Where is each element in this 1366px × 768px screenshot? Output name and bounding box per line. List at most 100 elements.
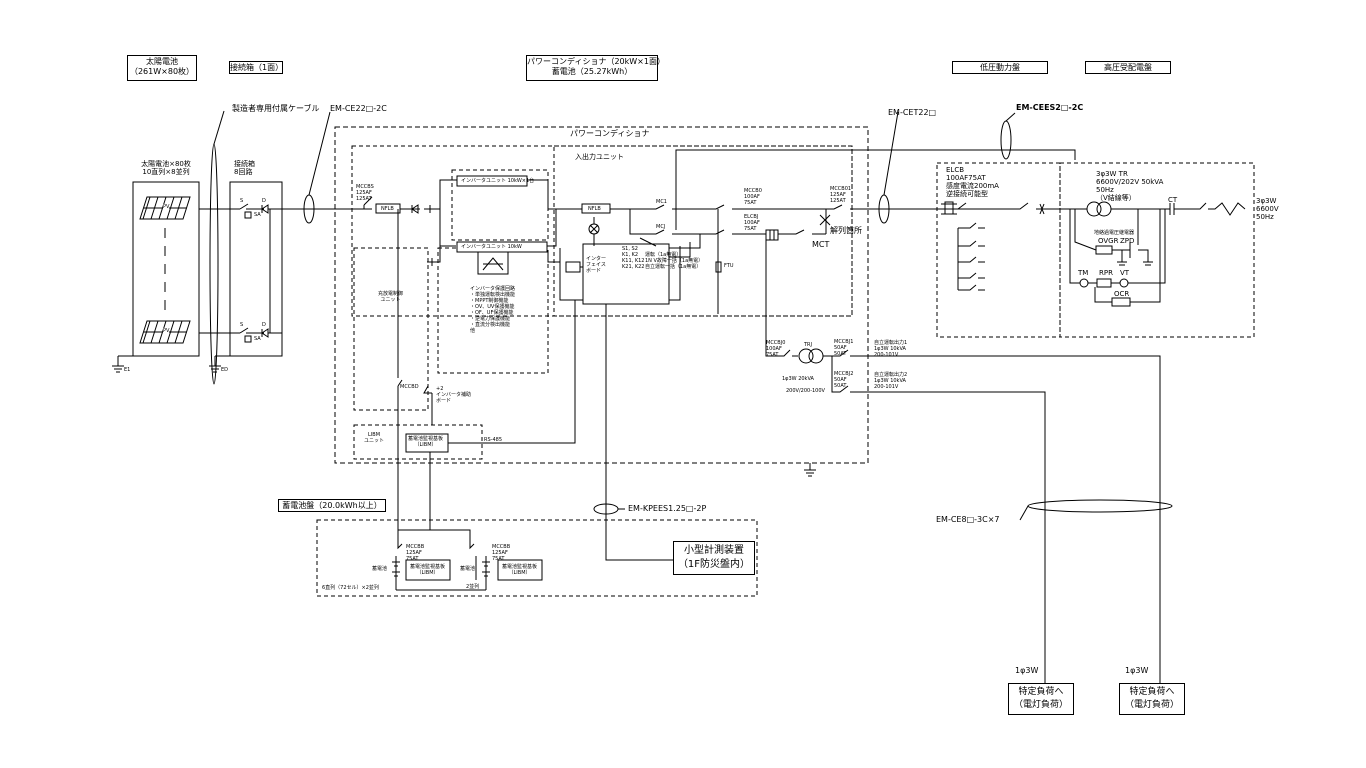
charge-control-line1: 充放電制御 [378,291,404,297]
protection-item-7: 他 [470,328,476,334]
pv-label-bottom: PV [163,328,170,334]
battery-label-2: 蓄電池 [460,566,476,572]
mccbb1-line1: MCCBB [406,544,425,550]
load1-box: 特定負荷へ （電灯負荷） [1008,683,1074,715]
battery-label-1: 蓄電池 [372,566,388,572]
elcbj-line2: 100AF [744,220,760,226]
mccb0-line3: 75AT [744,200,757,206]
load1-line2: 特定負荷へ [1018,687,1064,697]
libm-board-line2: （LIBM） [414,442,437,448]
d-label-top: D [262,198,266,204]
out1-line2: 1φ3W 10kVA [874,346,906,352]
mccbd-label: MCCBD [400,384,419,390]
release-point-label: 解列箇所 [830,226,862,235]
protection-title: インバータ保護回路 [470,286,516,292]
mccbj0-line1: MCCBJ0 [766,340,786,346]
out2-line3: 200-101V [874,384,899,390]
elcb-line3: 感度電流200mA [946,182,999,190]
libm3-line2: （LIBM） [508,570,531,576]
protection-item-6: ・直流分検出機能 [470,322,511,328]
junction-box-line1: 接続箱 [234,160,255,168]
junction-box [199,181,300,357]
cable-ce8-label: EM-CE8□-3C×7 [936,515,1000,524]
elcb-line2: 100AF75AT [946,174,986,182]
libm-unit-line1: LIBM [368,432,381,438]
mccbj1-line2: 50AF [834,345,847,351]
pcs-breaker-line2: 125AF [356,190,372,196]
low-voltage-header-text: 低圧動力盤 [980,63,1020,72]
rpr-label: RPR [1099,269,1113,277]
inv-aux-line1: +2 [436,386,444,392]
interface-board-line2: フェイス [586,262,606,268]
charge-control-label: 充放電制御 ユニット [378,291,403,303]
control-signal-3: K11, K12 [622,258,645,264]
charge-control-line2: ユニット [380,297,401,303]
mc1-label: MC1 [656,199,667,205]
out2-label: 自立運転出力2 1φ3W 10kVA 200-101V [874,372,907,390]
mct-label: MCT [812,240,830,249]
elcbj-line1: ELCBJ [744,214,759,220]
low-voltage-header-box: 低圧動力盤 [952,61,1048,74]
load2-line3: （電灯負荷） [1124,700,1179,710]
pcs-header-line1: パワーコンディショナ（20kW×1面） [527,57,665,66]
elcbj-label: ELCBJ 100AF 75AT [744,214,760,232]
pcs-header-box: パワーコンディショナ（20kW×1面） 蓄電池（25.27kWh） [526,55,665,81]
tr-line2: 6600V/202V 50kVA [1096,178,1164,186]
junction-box-label: 接続箱 8回路 [234,160,255,176]
solar-header-box: 太陽電池 （261W×80枚） [127,55,197,81]
tr-label: 3φ3W TR 6600V/202V 50kVA 50Hz （V結線等） [1096,170,1163,202]
solar-header-line2: （261W×80枚） [129,67,195,76]
small-meter-box: 小型計測装置 （1F防災盤内） [673,541,755,575]
out1-line3: 200-101V [874,352,899,358]
tr-line3: 50Hz [1096,186,1114,194]
mccbj2-label: MCCBJ2 50AF 50AT [834,371,853,389]
d-label-bottom: D [262,322,266,328]
trj-line1: TRJ [804,342,813,348]
control-desc-2: 1N V故障一括（1a無電） [645,258,704,264]
mccbb1-line3: 75AT [406,556,419,562]
mccb01-line2: 125AF [830,192,846,198]
trj-line3: 200V/200-100V [786,388,825,394]
libm-board-label-3: 蓄電池監視基板 （LIBM） [502,564,537,576]
earth-e1-label: E1 [124,367,131,373]
utility-line3: 50Hz [1256,213,1274,221]
battery-panel-label: 蓄電池盤（20.0kWh以上） [278,499,386,512]
mcj-label: MCJ [656,224,666,230]
mccbb-label-2: MCCBB 125AF 75AT [492,544,510,562]
inv-aux-line3: ボード [436,398,452,404]
pcs-breaker-line3: 125AT [356,196,372,202]
mccbb2-line1: MCCBB [492,544,511,550]
interface-board-line1: インター [586,256,607,262]
small-meter-line1: 小型計測装置 [684,545,744,556]
libm-board-label: 蓄電池監視基板 （LIBM） [408,436,443,448]
mccb0-label: MCCB0 100AF 75AT [744,188,762,206]
libm-unit-label: LIBM ユニット [364,432,384,444]
pcs-breaker-line1: MCCBS [356,184,374,190]
control-signal-2: K1, K2 [622,252,639,258]
parallel-note: 2並列 [466,584,480,590]
control-signal-1: S1, S2 [622,246,638,252]
control-signals: S1, S2 K1, K2 K11, K12 K21, K22 [622,246,644,270]
tr-line4: （V結線等） [1096,194,1136,202]
rs485-label: RS-485 [484,437,502,443]
libm2-line2: （LIBM） [416,570,439,576]
utility-label: 3φ3W 6600V 50Hz [1256,197,1279,221]
elcb-label: ELCB 100AF75AT 感度電流200mA 逆接続可能型 [946,166,999,198]
elcb-line1: ELCB [946,166,965,174]
libm3-line1: 蓄電池監視基板 [502,564,538,570]
mccbj1-label: MCCBJ1 50AF 50AT [834,339,853,357]
s-label-bottom: S [240,322,244,328]
mccbj2-line2: 50AF [834,377,847,383]
out2-line2: 1φ3W 10kVA [874,378,906,384]
protection-item-2: ・MPPT制御機能 [470,298,509,304]
control-desc-1: 運転（1a無電） [645,252,682,258]
load1-phase: 1φ3W [1015,666,1039,675]
maker-cable-label: 製造者専用付属ケーブル [232,104,320,113]
out2-line1: 自立運転出力2 [874,372,908,378]
inverter-unit-2-label: インバータユニット 10kW [461,244,522,250]
interface-board-line3: ボード [586,268,602,274]
solar-header-line1: 太陽電池 [146,57,178,66]
nflb-label-1: NFLB [381,206,394,212]
earth-ed-label: ED [221,367,229,373]
